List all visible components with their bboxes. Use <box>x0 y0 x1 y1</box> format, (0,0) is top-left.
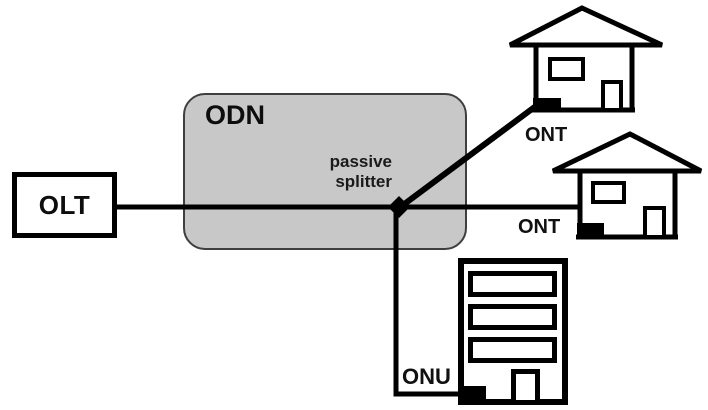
house-right-door <box>643 206 666 239</box>
house-top-roof <box>508 5 664 48</box>
building-door <box>511 369 540 405</box>
building-window-3 <box>468 337 557 363</box>
passive-splitter-label-line2: splitter <box>335 172 392 191</box>
house-right-roof <box>551 131 703 174</box>
building-window-2 <box>468 304 557 330</box>
onu-unit <box>460 386 486 404</box>
onu-label: ONU <box>402 364 451 389</box>
house-top-door <box>601 80 623 112</box>
house-right-window <box>591 181 626 204</box>
building-window-1 <box>468 271 557 297</box>
odn-label: ODN <box>205 100 265 130</box>
ont-right-unit <box>577 223 604 239</box>
passive-splitter-label: passive splitter <box>302 152 392 192</box>
passive-splitter-label-line1: passive <box>329 152 392 171</box>
olt-box: OLT <box>12 172 117 238</box>
house-top-window <box>548 57 585 81</box>
ont-top-label: ONT <box>525 124 568 146</box>
olt-label: OLT <box>38 189 91 220</box>
ont-top-unit <box>533 98 561 112</box>
ont-right-label: ONT <box>518 216 561 238</box>
